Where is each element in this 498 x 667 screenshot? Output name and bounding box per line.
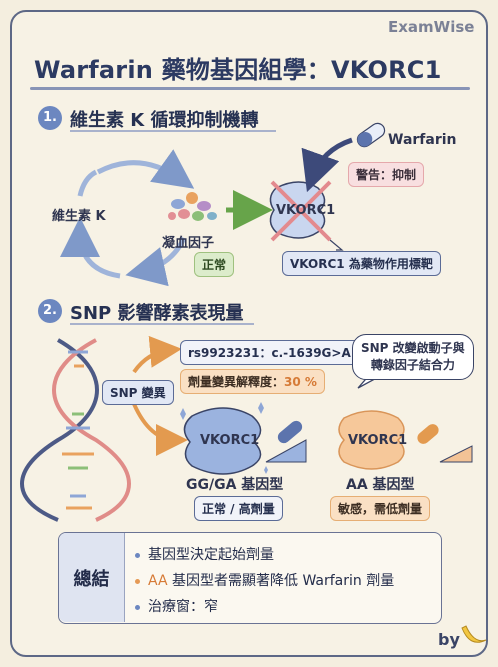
summary-label: 總結 [59, 533, 125, 622]
footer-by: by [438, 630, 460, 649]
aa-pill-icon [417, 424, 439, 444]
gg-dose-triangle [265, 439, 307, 463]
clotting-status-tag: 正常 [194, 252, 235, 277]
vkorc1-enzyme-high-icon [180, 402, 268, 475]
cycle-arrow-left [60, 217, 121, 279]
gg-pill-icon [277, 420, 303, 444]
clotting-factor-icon [168, 192, 217, 221]
brand-name: ExamWise [388, 18, 475, 36]
vkorc1-enzyme-low-icon [338, 410, 405, 470]
aa-dose-triangle [439, 445, 473, 463]
warfarin-pill-icon [356, 122, 386, 148]
section-1-underline [70, 130, 276, 132]
title-underline [30, 87, 470, 90]
variance-value: 30 % [284, 375, 317, 389]
warning-tag: 警告：抑制 [348, 162, 425, 187]
vitamin-k-label: 維生素 K [52, 209, 106, 224]
warfarin-arrow [301, 137, 353, 193]
aa-dose-tag: 敏感，需低劑量 [330, 496, 431, 521]
dna-helix-icon [20, 338, 131, 522]
bullet-dot [135, 604, 140, 610]
bullet-dot [135, 578, 140, 584]
cycle-arrow-up [77, 169, 98, 197]
snp-effect-bubble: SNP 改變啟動子與 轉錄因子結合力 [352, 334, 474, 380]
aa-genotype-label: AA 基因型 [346, 477, 415, 493]
section-1-title: 維生素 K 循環抑制機轉 [70, 110, 259, 131]
summary-item-3-text: 治療窗：窄 [148, 599, 218, 615]
summary-item-2: AA 基因型者需顯著降低 Warfarin 劑量 [135, 570, 394, 590]
rsid-tag: rs9923231：c.-1639G>A [180, 340, 359, 365]
warfarin-label: Warfarin [388, 132, 457, 148]
target-note-box: VKORC1 為藥物作用標靶 [282, 251, 441, 276]
aa-enzyme-label: VKORC1 [348, 433, 408, 448]
gg-genotype-label: GG/GA 基因型 [186, 477, 284, 493]
summary-item-2-text: 基因型者需顯著降低 Warfarin 劑量 [167, 573, 395, 589]
banana-logo-icon [461, 625, 487, 643]
cycle-arrow-right [125, 236, 187, 287]
bubble-line-2: 轉錄因子結合力 [370, 358, 455, 372]
bullet-dot [135, 552, 140, 558]
gg-enzyme-label: VKORC1 [200, 433, 260, 448]
variance-prefix: 劑量變異解釋度： [188, 375, 285, 389]
summary-item-2-prefix: AA [148, 573, 168, 589]
page-title: Warfarin 藥物基因組學：VKORC1 [34, 56, 442, 84]
summary-item-3: 治療窗：窄 [135, 596, 218, 616]
section-1-number: 1. [38, 106, 62, 130]
orange-arrow-down [132, 403, 188, 456]
variance-tag: 劑量變異解釋度：30 % [180, 369, 325, 394]
bubble-line-1: SNP 改變啟動子與 [361, 341, 465, 355]
clotting-factors-label: 凝血因子 [162, 236, 215, 251]
vkorc1-enzyme-label: VKORC1 [276, 203, 336, 218]
summary-box: 總結 基因型決定起始劑量 AA 基因型者需顯著降低 Warfarin 劑量 治療… [58, 532, 442, 624]
summary-item-1-text: 基因型決定起始劑量 [148, 547, 274, 563]
cycle-arrow-top [96, 149, 195, 189]
gg-dose-tag: 正常 / 高劑量 [194, 496, 283, 521]
section-2-title: SNP 影響酵素表現量 [70, 303, 244, 324]
summary-item-1: 基因型決定起始劑量 [135, 544, 274, 564]
snp-variant-tag: SNP 變異 [102, 380, 174, 405]
section-2-number: 2. [38, 299, 62, 323]
section-2-underline [70, 323, 254, 325]
orange-arrow-up [132, 335, 182, 374]
